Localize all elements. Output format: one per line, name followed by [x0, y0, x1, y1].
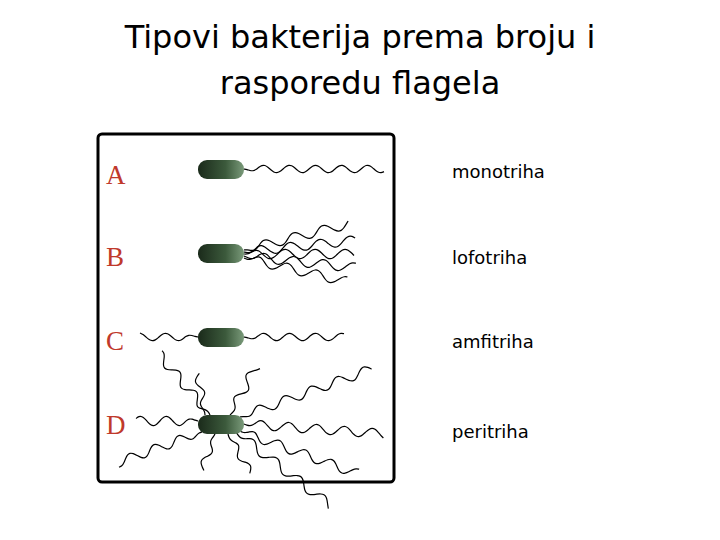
flagellum — [244, 257, 347, 283]
flagellum — [236, 432, 328, 509]
row-letter: D — [106, 410, 126, 440]
bacterium-body — [198, 328, 244, 347]
frame — [98, 134, 394, 482]
flagellum — [140, 333, 198, 341]
flagellum — [244, 165, 384, 172]
type-name: lofotriha — [452, 247, 527, 269]
flagellum — [244, 236, 355, 253]
bacterium-body — [198, 415, 244, 434]
type-name: amfitriha — [452, 331, 534, 353]
row-letter: B — [106, 242, 124, 272]
row-letter: A — [106, 160, 126, 190]
bacterium-body — [198, 244, 244, 263]
flagellum — [119, 432, 202, 467]
flagellum — [201, 434, 215, 470]
flagellum — [136, 416, 198, 425]
flagellum — [230, 369, 260, 415]
title: Tipovi bakterija prema broju i rasporedu… — [60, 14, 660, 106]
flagellum — [244, 421, 383, 438]
flagellum — [244, 253, 356, 270]
flagellum — [228, 434, 251, 473]
row-letter: C — [106, 326, 124, 356]
type-name: peritriha — [452, 421, 529, 443]
bacterium-body — [198, 160, 244, 179]
flagellum — [195, 373, 205, 415]
flagellum — [162, 351, 210, 415]
flagellum — [240, 367, 372, 417]
type-name: monotriha — [452, 161, 545, 183]
flagellum — [244, 333, 344, 340]
